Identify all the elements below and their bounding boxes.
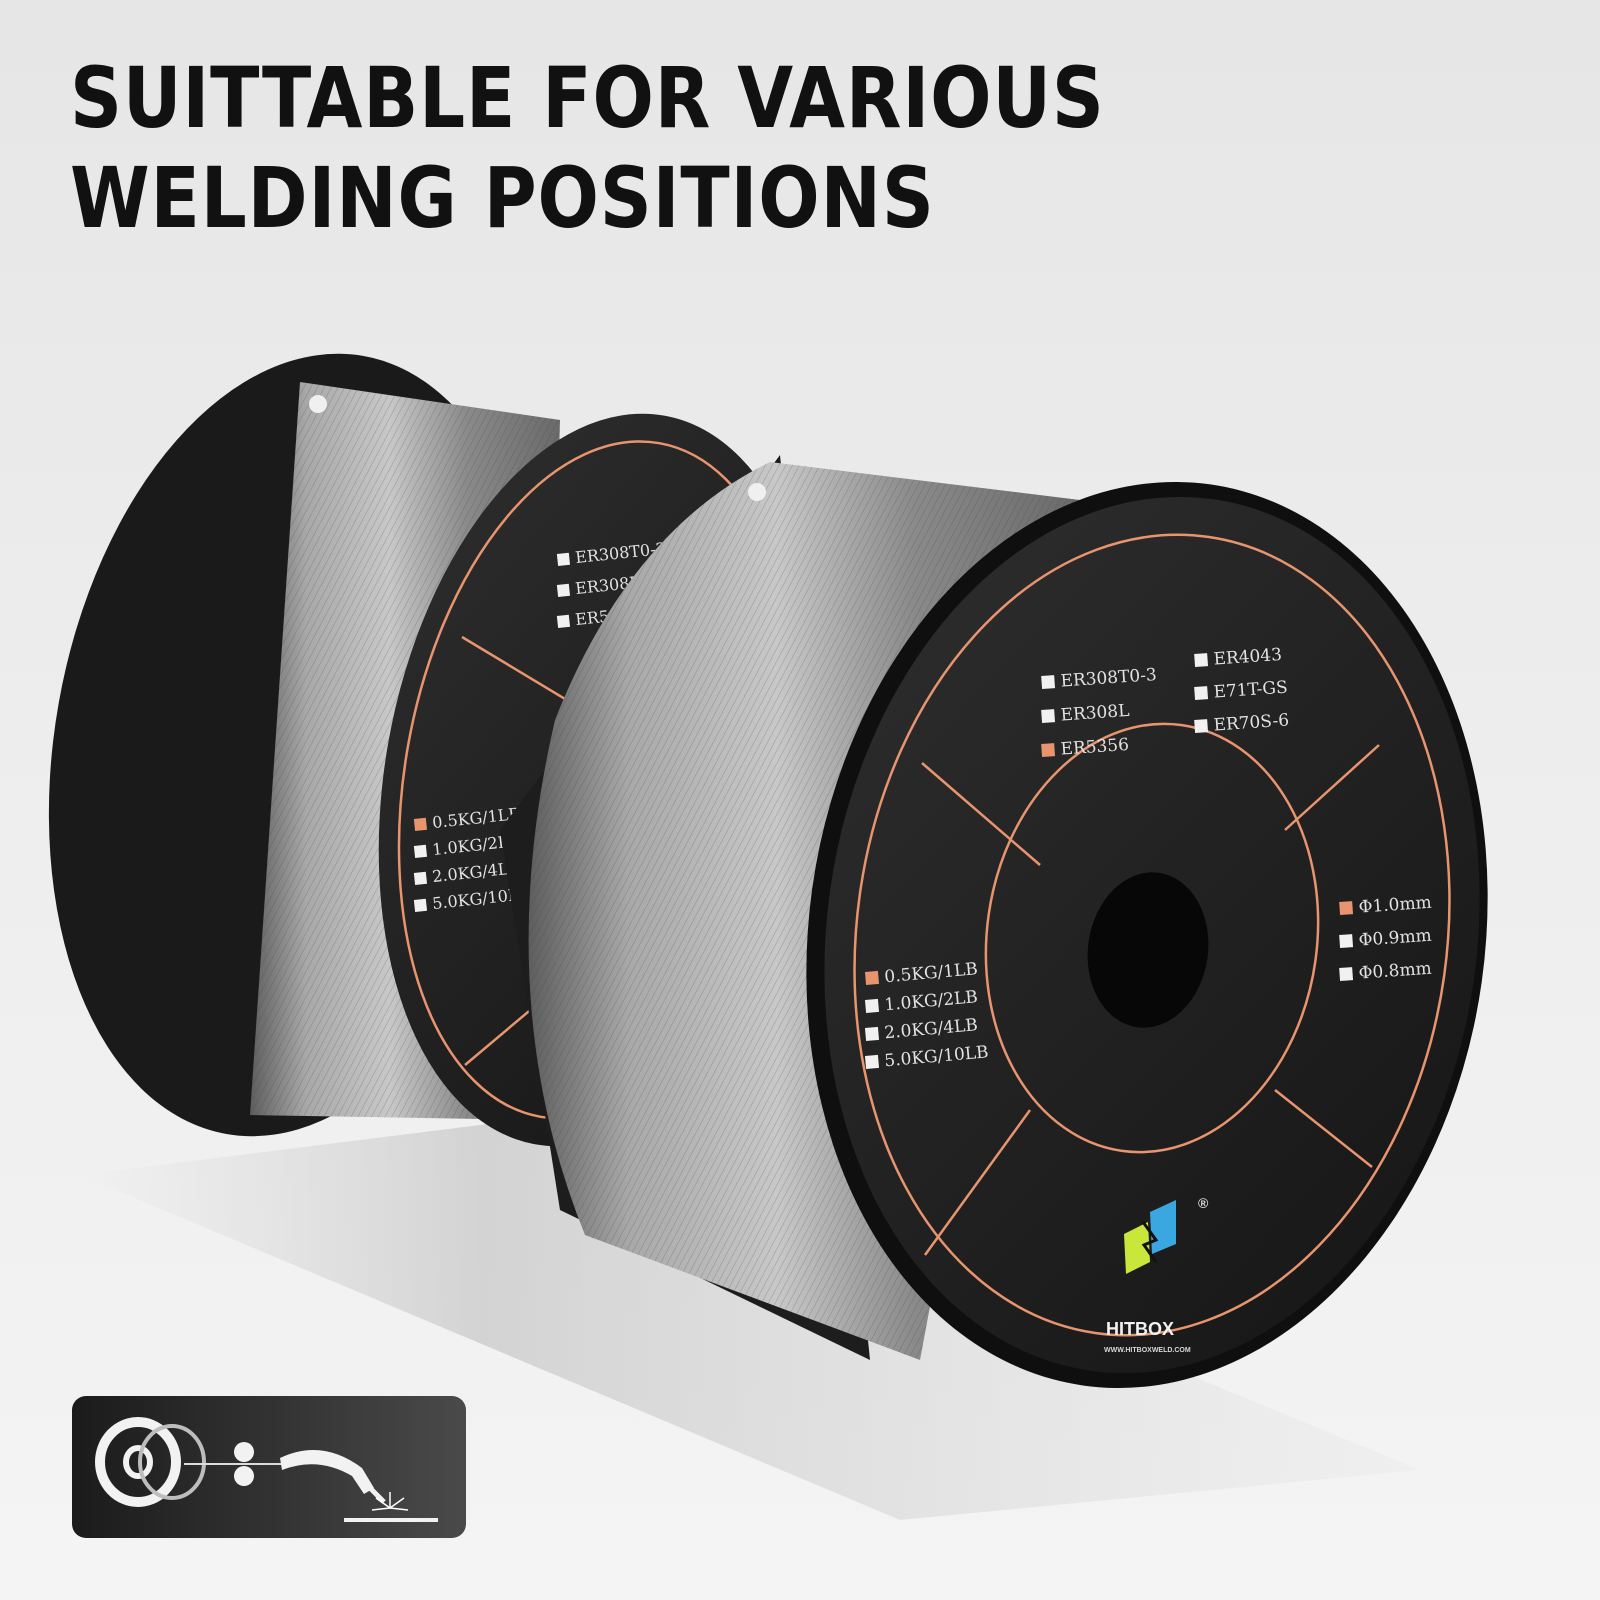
checkbox-weights — [864, 998, 880, 1013]
checkbox-diameters — [1339, 934, 1354, 948]
checkbox-weights — [413, 871, 428, 885]
wire-feed-icon — [184, 1442, 282, 1486]
front-spool-outer-ring — [853, 533, 1451, 1337]
checkbox-wire_types — [1194, 686, 1209, 700]
back-spool-hole — [309, 395, 327, 413]
checkbox-weights — [413, 898, 428, 912]
checkbox-weights — [864, 1026, 880, 1041]
headline-line-1: SUITTABLE FOR VARIOUS — [70, 49, 1105, 147]
checkbox-weights — [413, 844, 428, 858]
checkbox-wire_types — [1041, 675, 1056, 689]
checkbox-weights — [864, 970, 880, 985]
brand-website: WWW.HITBOXWELD.COM — [1104, 1347, 1191, 1354]
front-spool-hole — [748, 483, 766, 501]
checkbox-wire_types — [1041, 743, 1056, 757]
front-spool-hub — [1087, 872, 1209, 1028]
wire-spool-icon — [95, 1417, 206, 1507]
checkbox-diameters — [1339, 901, 1354, 915]
checkbox-wire_types — [556, 552, 571, 566]
checkbox-wire_types — [1041, 709, 1056, 723]
label-wire_types: ER4043 — [1213, 645, 1283, 670]
checkbox-weights — [413, 817, 428, 831]
front-spool-inner-ring — [984, 722, 1320, 1154]
checkbox-diameters — [1339, 967, 1354, 981]
headline: SUITTABLE FOR VARIOUS WELDING POSITIONS — [70, 48, 1105, 248]
headline-line-2: WELDING POSITIONS — [70, 149, 935, 247]
welding-process-panel — [72, 1396, 466, 1538]
checkbox-wire_types — [1194, 719, 1209, 733]
hitbox-logo-icon — [1124, 1200, 1176, 1274]
weld-spark-icon — [344, 1492, 438, 1522]
checkbox-weights — [864, 1054, 880, 1069]
front-spool: HITBOX WWW.HITBOXWELD.COM ® ER308T0-3ER3… — [500, 455, 1488, 1389]
checkbox-wire_types — [1194, 653, 1209, 667]
label-wire_types: ER5356 — [1060, 735, 1130, 760]
brand-name: HITBOX — [1106, 1319, 1174, 1339]
floor-shadow — [80, 1115, 1420, 1520]
checkbox-wire_types — [556, 583, 571, 597]
welding-torch-icon — [280, 1450, 386, 1504]
label-wire_types: ER308L — [1060, 701, 1130, 726]
checkbox-wire_types — [556, 614, 571, 628]
registered-mark: ® — [1198, 1195, 1209, 1211]
